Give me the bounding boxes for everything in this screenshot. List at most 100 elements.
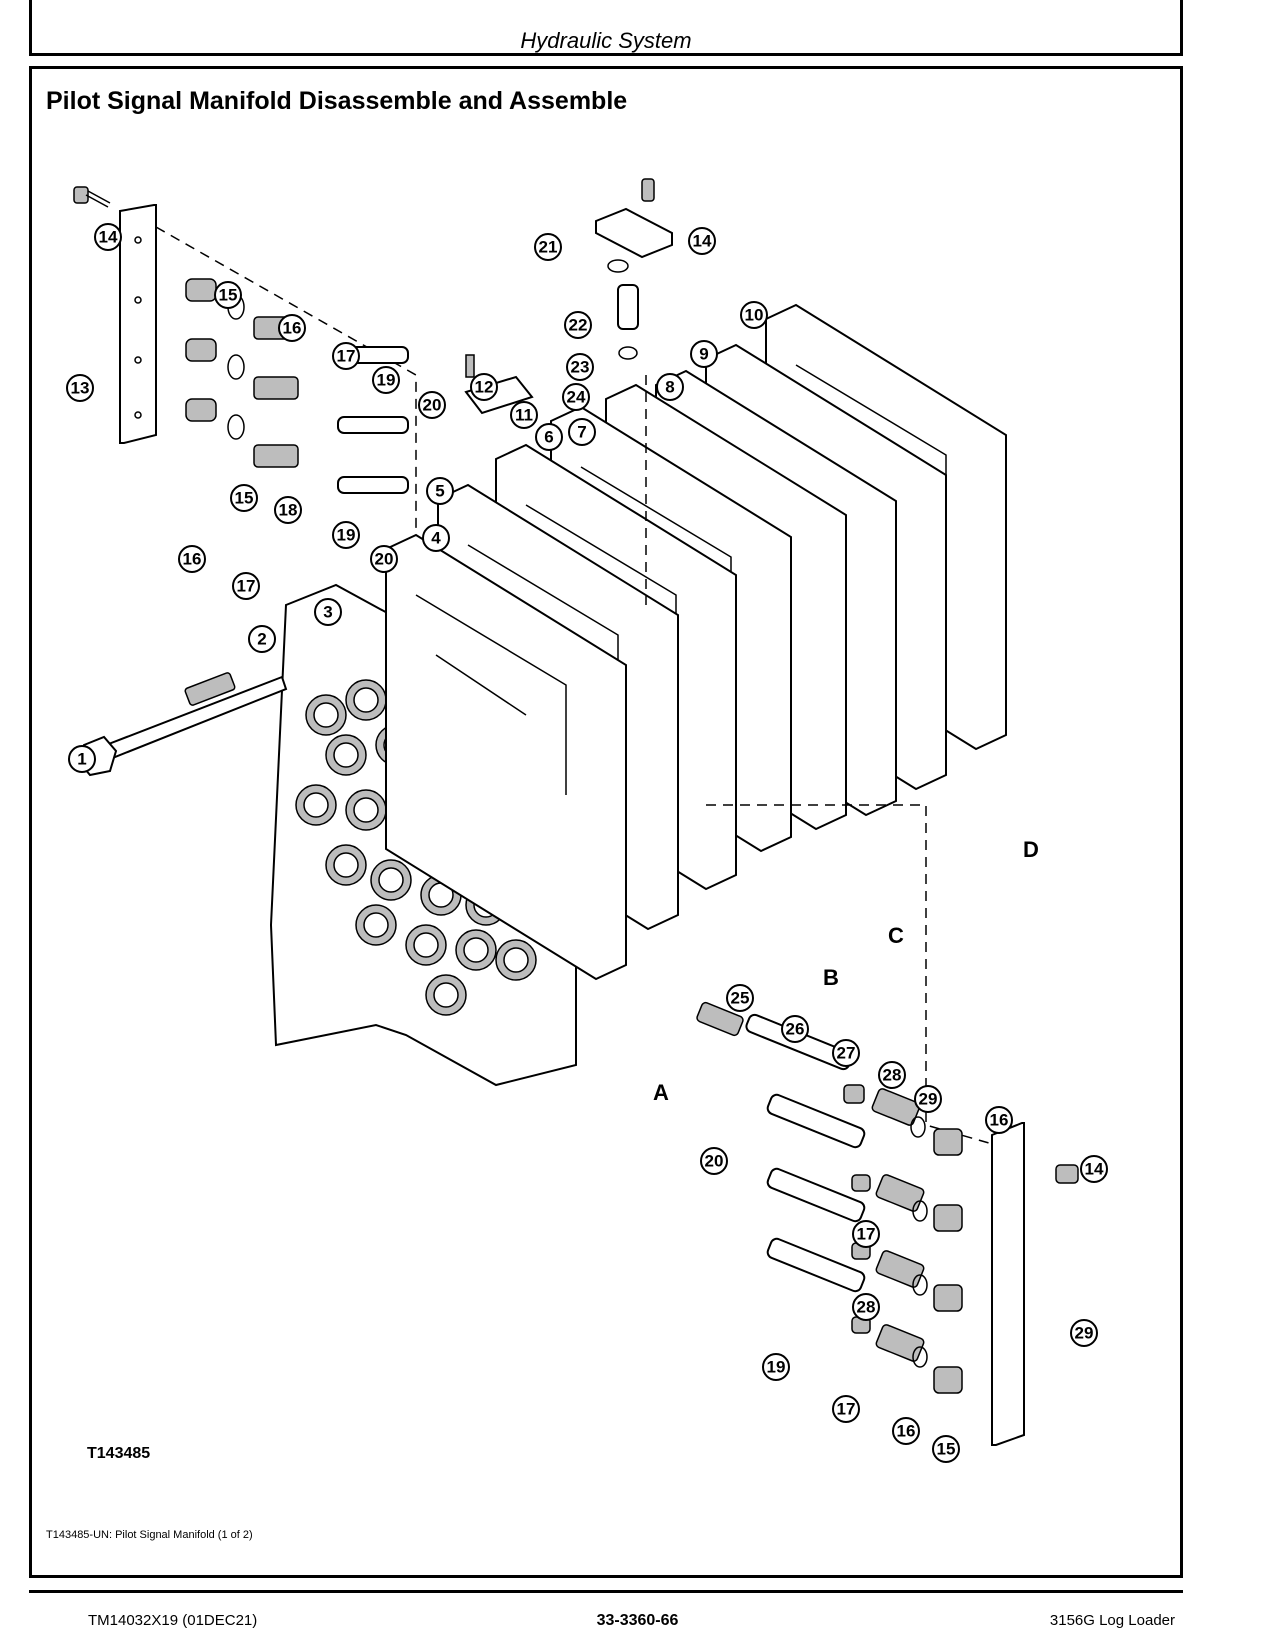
section-label-a: A bbox=[653, 1080, 669, 1105]
callout-17: 17 bbox=[832, 1395, 860, 1423]
exploded-view-drawing: 1234567891011121314151617181920142122232… bbox=[66, 178, 1108, 1463]
footer-rule bbox=[29, 1590, 1183, 1593]
plate-13 bbox=[119, 204, 157, 444]
callout-29: 29 bbox=[1070, 1319, 1098, 1347]
callout-number: 26 bbox=[786, 1020, 805, 1039]
section-label-b: B bbox=[823, 965, 839, 990]
callout-number: 15 bbox=[235, 489, 254, 508]
port bbox=[425, 974, 467, 1016]
callout-19: 19 bbox=[372, 366, 400, 394]
callout-number: 29 bbox=[1075, 1324, 1094, 1343]
callout-16: 16 bbox=[178, 545, 206, 573]
callout-number: 1 bbox=[77, 750, 86, 769]
figure-caption: T143485-UN: Pilot Signal Manifold (1 of … bbox=[46, 1529, 253, 1541]
footer-manual-id: TM14032X19 (01DEC21) bbox=[88, 1612, 258, 1629]
callout-number: 17 bbox=[237, 577, 256, 596]
callout-number: 20 bbox=[705, 1152, 724, 1171]
section-label-c: C bbox=[888, 923, 904, 948]
callout-19: 19 bbox=[332, 521, 360, 549]
callout-7: 7 bbox=[568, 418, 596, 446]
callout-number: 25 bbox=[731, 989, 750, 1008]
port bbox=[345, 789, 387, 831]
callout-27: 27 bbox=[832, 1039, 860, 1067]
callout-number: 14 bbox=[1085, 1160, 1104, 1179]
callout-number: 27 bbox=[837, 1044, 856, 1063]
callout-1: 1 bbox=[68, 745, 96, 773]
callout-number: 16 bbox=[183, 550, 202, 569]
callout-24: 24 bbox=[562, 383, 590, 411]
callout-10: 10 bbox=[740, 301, 768, 329]
callout-number: 3 bbox=[323, 603, 332, 622]
callout-number: 5 bbox=[435, 482, 444, 501]
callout-number: 17 bbox=[857, 1225, 876, 1244]
callout-number: 11 bbox=[515, 406, 533, 425]
callout-number: 14 bbox=[693, 232, 712, 251]
springs-17-left bbox=[253, 316, 299, 468]
main-content: Pilot Signal Manifold Disassemble and As… bbox=[29, 66, 1183, 1578]
callout-9: 9 bbox=[690, 340, 718, 368]
callout-number: 16 bbox=[897, 1422, 916, 1441]
plate-3 bbox=[385, 533, 627, 981]
callout-number: 16 bbox=[990, 1111, 1009, 1130]
callout-number: 20 bbox=[375, 550, 394, 569]
page-header: Hydraulic System bbox=[29, 0, 1183, 56]
plate-21 bbox=[595, 178, 673, 360]
callout-number: 15 bbox=[937, 1440, 956, 1459]
callout-19: 19 bbox=[762, 1353, 790, 1381]
page-title: Pilot Signal Manifold Disassemble and As… bbox=[46, 87, 628, 115]
figure-id: T143485 bbox=[87, 1445, 151, 1462]
callout-25: 25 bbox=[726, 984, 754, 1012]
section-label-d: D bbox=[1023, 837, 1039, 862]
port bbox=[305, 694, 347, 736]
callout-number: 8 bbox=[665, 378, 674, 397]
port bbox=[495, 939, 537, 981]
callout-number: 16 bbox=[283, 319, 302, 338]
callout-number: 4 bbox=[431, 529, 441, 548]
callout-number: 7 bbox=[577, 423, 586, 442]
callout-number: 17 bbox=[337, 347, 356, 366]
bolt-1 bbox=[78, 672, 288, 777]
callout-number: 14 bbox=[99, 228, 118, 247]
port bbox=[325, 734, 367, 776]
port bbox=[345, 679, 387, 721]
callout-number: 24 bbox=[567, 388, 586, 407]
callout-28: 28 bbox=[878, 1061, 906, 1089]
callout-number: 19 bbox=[377, 371, 396, 390]
callout-number: 19 bbox=[337, 526, 356, 545]
callout-12: 12 bbox=[470, 373, 498, 401]
callout-11: 11 bbox=[510, 401, 538, 429]
callout-number: 20 bbox=[423, 396, 442, 415]
callout-15: 15 bbox=[230, 484, 258, 512]
callout-16: 16 bbox=[892, 1417, 920, 1445]
callout-17: 17 bbox=[852, 1220, 880, 1248]
callout-number: 6 bbox=[544, 428, 553, 447]
port bbox=[295, 784, 337, 826]
callout-4: 4 bbox=[422, 524, 450, 552]
callout-22: 22 bbox=[564, 311, 592, 339]
callout-17: 17 bbox=[232, 572, 260, 600]
callout-15: 15 bbox=[932, 1435, 960, 1463]
cover-11 bbox=[464, 354, 534, 415]
callout-number: 13 bbox=[71, 379, 90, 398]
callout-23: 23 bbox=[566, 353, 594, 381]
plugs-15-left bbox=[185, 278, 217, 422]
port bbox=[325, 844, 367, 886]
callout-number: 12 bbox=[475, 378, 494, 397]
footer-page-number: 33-3360-66 bbox=[596, 1612, 679, 1629]
callout-3: 3 bbox=[314, 598, 342, 626]
callout-number: 18 bbox=[279, 501, 298, 520]
callout-21: 21 bbox=[534, 233, 562, 261]
callout-number: 21 bbox=[539, 238, 558, 257]
callout-number: 28 bbox=[857, 1298, 876, 1317]
callout-13: 13 bbox=[66, 374, 94, 402]
callout-18: 18 bbox=[274, 496, 302, 524]
callout-8: 8 bbox=[656, 373, 684, 401]
callout-29: 29 bbox=[914, 1085, 942, 1113]
callout-number: 9 bbox=[699, 345, 708, 364]
section-title: Hydraulic System bbox=[520, 28, 692, 53]
callout-number: 15 bbox=[219, 286, 238, 305]
callout-number: 10 bbox=[745, 306, 764, 325]
footer-model: 3156G Log Loader bbox=[1049, 1612, 1175, 1629]
orings-16-left bbox=[227, 294, 245, 440]
